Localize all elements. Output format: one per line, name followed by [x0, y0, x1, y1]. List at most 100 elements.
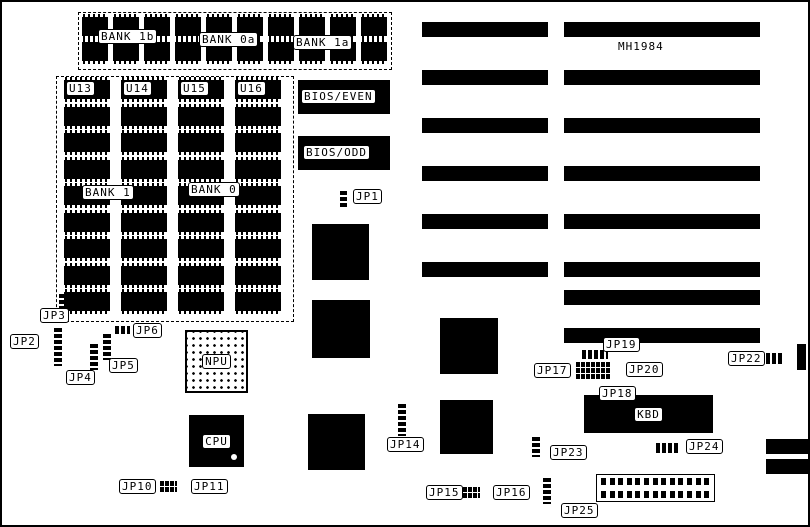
- header-pin: [618, 491, 623, 498]
- header-pin: [644, 478, 649, 485]
- bios-odd-label: BIOS/ODD: [303, 145, 370, 160]
- jp14-jumper-block: [398, 404, 406, 436]
- header-pin: [678, 478, 683, 485]
- dram-chip: [330, 14, 356, 39]
- jp14-label: JP14: [387, 437, 424, 452]
- header-pin: [627, 478, 632, 485]
- dram-chip: [121, 130, 167, 155]
- header-pin: [670, 478, 675, 485]
- dram-chip: [235, 210, 281, 235]
- dram-chip: [178, 157, 224, 182]
- keyboard-din-connector: [766, 439, 808, 454]
- jp23-jumper-block: [532, 437, 540, 457]
- dram-chip: [121, 104, 167, 129]
- npu-socket: NPU: [185, 330, 248, 393]
- dram-chip: [235, 130, 281, 155]
- dram-chip: [82, 39, 108, 64]
- board-model-text: MH1984: [618, 40, 664, 53]
- qfp-chip: [440, 400, 493, 454]
- dram-chip: [235, 236, 281, 261]
- dram-chip: [121, 210, 167, 235]
- u14-label: U14: [123, 81, 152, 96]
- header-pin: [653, 491, 658, 498]
- jp1-jumper-block: [340, 191, 347, 207]
- jp15-jp16-jumper-block: [463, 486, 480, 498]
- qfp-chip: [312, 224, 369, 280]
- header-pin: [610, 491, 615, 498]
- power-header-connector: [596, 474, 715, 502]
- header-pin: [704, 478, 709, 485]
- kbd-label: KBD: [634, 406, 663, 422]
- cpu-chip: CPU: [189, 415, 244, 467]
- jp18-label: JP18: [599, 386, 636, 401]
- dram-chip: [178, 104, 224, 129]
- cpu-label: CPU: [202, 433, 231, 449]
- jp10-jp11-jumper-block: [160, 481, 177, 492]
- jp24-jumper-block: [656, 443, 678, 453]
- expansion-slot-long-segment: [564, 118, 760, 133]
- expansion-slot-short-segment: [422, 166, 548, 181]
- u13-label: U13: [66, 81, 95, 96]
- jp19-label: JP19: [603, 337, 640, 352]
- jp24-label: JP24: [686, 439, 723, 454]
- jp19-jumper-block: [582, 350, 608, 359]
- jp4-label: JP4: [66, 370, 95, 385]
- jp22-jumper-block: [766, 353, 784, 364]
- dram-chip: [121, 157, 167, 182]
- header-pin: [635, 478, 640, 485]
- bank-1a-label: BANK 1a: [293, 35, 353, 50]
- dram-chip: [64, 263, 110, 288]
- u15-label: U15: [180, 81, 209, 96]
- header-pin: [696, 478, 701, 485]
- qfp-chip: [312, 300, 370, 358]
- jp22-label: JP22: [728, 351, 765, 366]
- top-memory-bank-area: [78, 12, 392, 70]
- dram-chip: [178, 130, 224, 155]
- dram-chip: [178, 289, 224, 314]
- dram-chip: [175, 14, 201, 39]
- expansion-slot-long-segment: [564, 214, 760, 229]
- jp3-jumper-block: [59, 294, 67, 310]
- bank-1b-label: BANK 1b: [98, 29, 158, 44]
- keyboard-din-connector: [766, 459, 808, 474]
- dram-chip: [268, 14, 294, 39]
- header-pin: [661, 478, 666, 485]
- jp3-label: JP3: [40, 308, 69, 323]
- dram-chip: [361, 14, 387, 39]
- jp11-label: JP11: [191, 479, 228, 494]
- expansion-slot-short-segment: [422, 118, 548, 133]
- jp17-jp20-jumper-block: [576, 361, 610, 379]
- dram-chip: [64, 289, 110, 314]
- jp20-label: JP20: [626, 362, 663, 377]
- header-pin: [618, 478, 623, 485]
- header-pin: [687, 478, 692, 485]
- dram-chip: [64, 210, 110, 235]
- expansion-slot-short-segment: [422, 70, 548, 85]
- dram-chip: [299, 14, 325, 39]
- header-pin: [678, 491, 683, 498]
- expansion-slot-long-segment: [564, 290, 760, 305]
- expansion-slot-long-segment: [564, 22, 760, 37]
- expansion-slot-long-segment: [564, 262, 760, 277]
- dram-chip: [235, 289, 281, 314]
- dram-chip: [121, 263, 167, 288]
- dram-chip: [268, 39, 294, 64]
- jp25-label: JP25: [561, 503, 598, 518]
- bios-even-label: BIOS/EVEN: [301, 89, 376, 104]
- bank-0a-label: BANK 0a: [199, 32, 259, 47]
- dram-chip: [144, 39, 170, 64]
- jp6-jumper-block: [115, 326, 130, 334]
- dram-chip: [64, 104, 110, 129]
- dram-chip: [175, 39, 201, 64]
- jp16-label: JP16: [493, 485, 530, 500]
- header-pin: [635, 491, 640, 498]
- header-pin: [601, 478, 606, 485]
- header-pin: [610, 478, 615, 485]
- qfp-chip: [440, 318, 498, 374]
- jp4-jumper-block: [90, 344, 98, 370]
- expansion-slot-short-segment: [422, 22, 548, 37]
- header-pin: [696, 491, 701, 498]
- header-pin: [687, 491, 692, 498]
- expansion-slot-short-segment: [422, 262, 548, 277]
- dram-chip: [361, 39, 387, 64]
